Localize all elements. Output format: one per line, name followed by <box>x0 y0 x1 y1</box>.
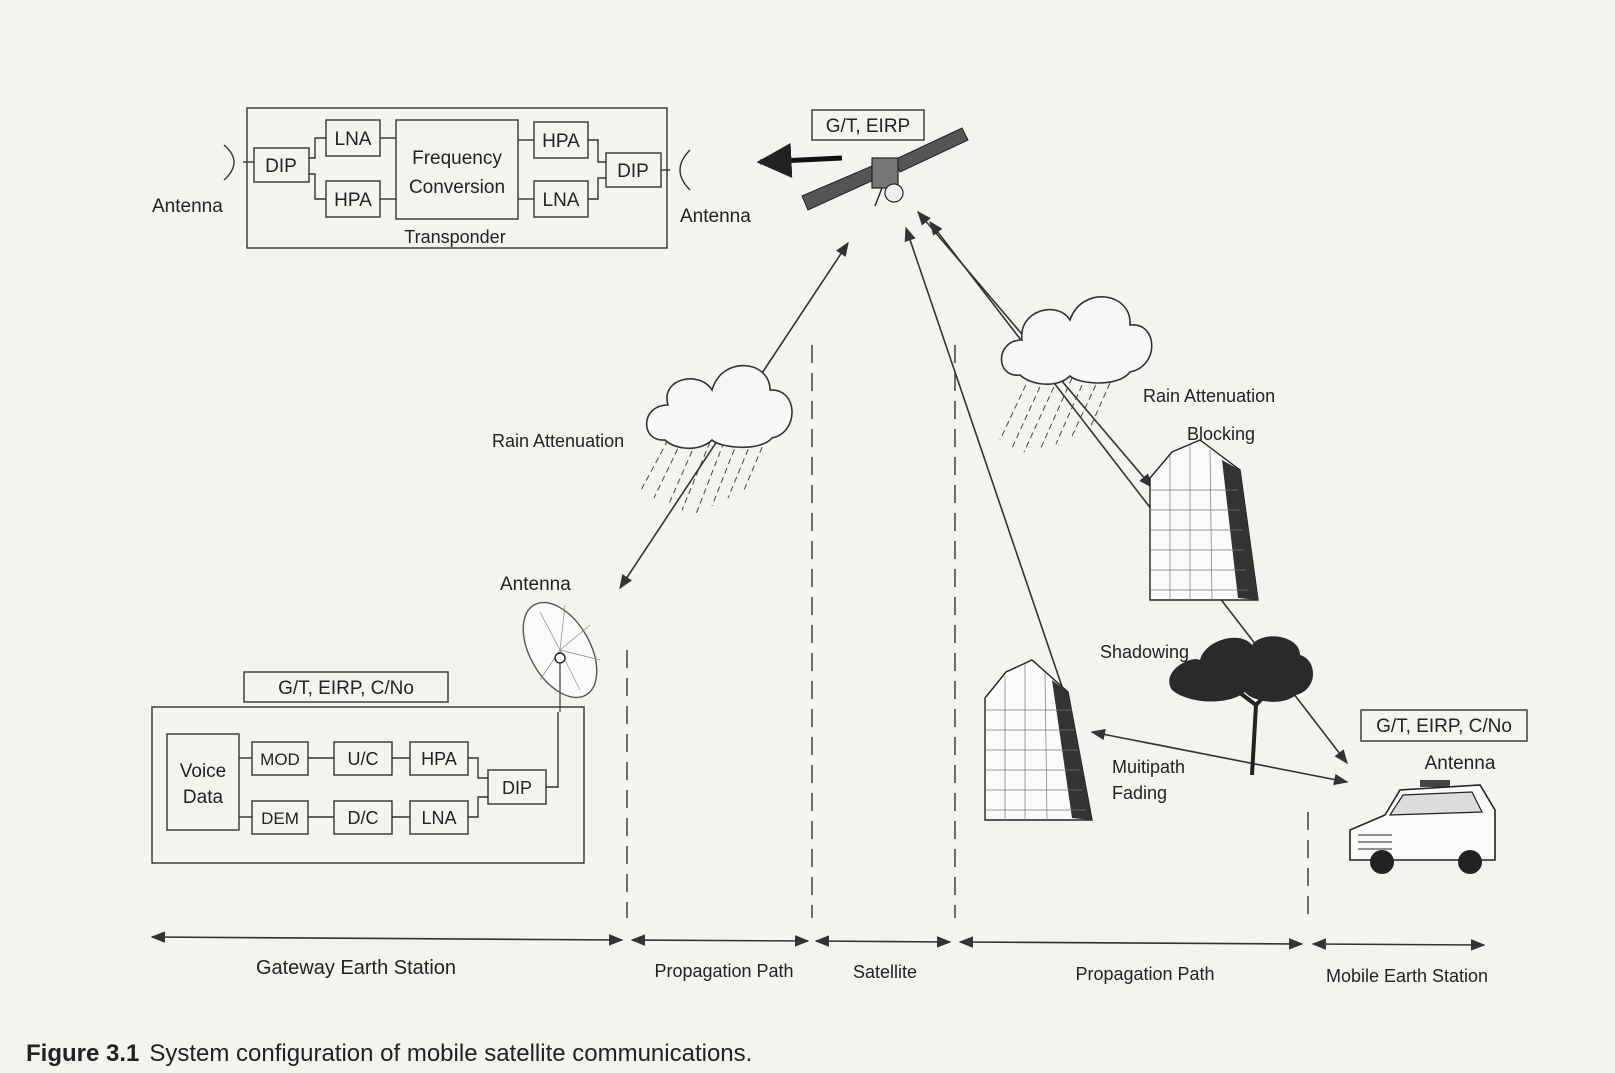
transponder-dip-left <box>253 147 310 183</box>
transponder-block: Antenna DIP LNA HPA Frequency Conversion… <box>152 107 751 249</box>
frequency-conversion-block <box>395 119 519 220</box>
figure-number: Figure 3.1 <box>26 1040 140 1067</box>
mobile-params-box <box>1360 709 1528 742</box>
dish-antenna-icon <box>522 601 601 712</box>
building-multipath-icon <box>984 659 1093 821</box>
satellite-icon <box>801 127 969 211</box>
mod-label: MOD <box>260 750 300 769</box>
gateway-lna-label: LNA <box>421 808 456 828</box>
uc-label: U/C <box>348 749 379 769</box>
rain-attenuation-right-label: Rain Attenuation <box>1143 386 1275 406</box>
multipath-label-1: Muitipath <box>1112 757 1185 777</box>
segment-arrow-satellite <box>814 935 952 948</box>
transponder-dip-left-label: DIP <box>265 156 297 177</box>
transponder-frame <box>246 107 668 249</box>
segment-label-gateway: Gateway Earth Station <box>256 957 456 979</box>
gateway-params-label: G/T, EIRP, C/No <box>278 678 414 699</box>
transponder-antenna-left-icon <box>223 144 235 181</box>
transponder-lna-top-label: LNA <box>335 129 372 150</box>
transponder-lna-bottom-label: LNA <box>543 190 580 211</box>
car-icon <box>1349 780 1496 874</box>
segment-label-prop2: Propagation Path <box>1075 964 1214 984</box>
gateway-antenna-label: Antenna <box>500 574 571 595</box>
transponder-label: Transponder <box>404 227 505 247</box>
segment-arrow-prop1 <box>630 934 810 947</box>
gateway-dip-label: DIP <box>502 778 532 798</box>
multipath-direct-path <box>904 226 1073 717</box>
tree-icon <box>1169 636 1314 776</box>
transponder-hpa-bottom-label: HPA <box>334 190 372 211</box>
rain-attenuation-left-label: Rain Attenuation <box>492 431 624 451</box>
transponder-antenna-left-label: Antenna <box>152 196 223 217</box>
mobile-antenna-label: Antenna <box>1425 753 1496 774</box>
building-blocking-icon <box>1149 439 1259 601</box>
data-label: Data <box>183 787 224 808</box>
segment-label-mobile: Mobile Earth Station <box>1326 966 1488 986</box>
gateway-frame <box>151 706 585 864</box>
gateway-params-box <box>243 671 449 703</box>
mobile-params-label: G/T, EIRP, C/No <box>1376 716 1512 737</box>
gateway-hpa-label: HPA <box>421 749 457 769</box>
rain-cloud-right <box>999 296 1153 453</box>
rain-cloud-left <box>639 364 793 515</box>
segment-arrow-mobile <box>1311 938 1486 951</box>
multipath-reflection-arrow <box>1090 728 1349 786</box>
multipath-label-2: Fading <box>1112 783 1167 803</box>
segment-label-prop1: Propagation Path <box>654 961 793 981</box>
shadowing-label: Shadowing <box>1100 642 1189 662</box>
satellite: G/T, EIRP <box>756 109 969 211</box>
voice-data-block <box>166 733 240 831</box>
voice-label: Voice <box>180 761 226 782</box>
satellite-params-box <box>811 109 925 141</box>
dc-label: D/C <box>348 808 379 828</box>
frequency-conversion-label-2: Conversion <box>409 177 505 198</box>
frequency-conversion-label-1: Frequency <box>412 148 502 169</box>
transponder-antenna-right-icon <box>679 149 691 191</box>
satellite-params-label: G/T, EIRP <box>826 116 910 137</box>
segment-label-satellite: Satellite <box>853 962 917 982</box>
blocking-label: Blocking <box>1187 424 1255 444</box>
segment-arrow-prop2 <box>958 936 1304 950</box>
dem-label: DEM <box>261 809 299 828</box>
figure-caption: Figure 3.1 System configuration of mobile… <box>26 1040 752 1068</box>
satellite-to-transponder-arrow <box>756 142 843 178</box>
transponder-antenna-right-label: Antenna <box>680 206 751 227</box>
transponder-hpa-top-label: HPA <box>542 131 580 152</box>
segment-arrow-gateway <box>150 931 624 946</box>
transponder-dip-right-label: DIP <box>617 161 649 182</box>
figure-caption-text: System configuration of mobile satellite… <box>149 1040 753 1067</box>
